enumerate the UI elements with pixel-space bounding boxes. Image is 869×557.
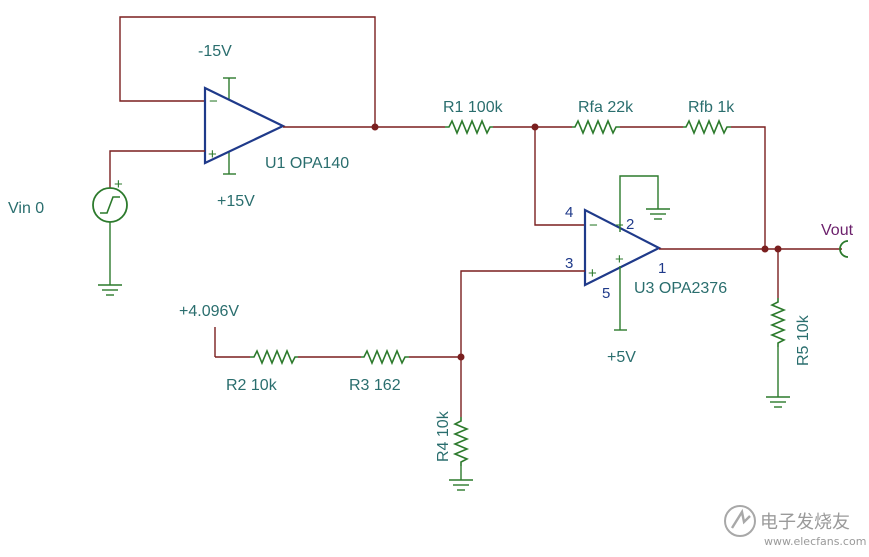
u3-ground-supply (619, 175, 670, 232)
rfa-label: Rfa 22k (578, 99, 634, 116)
svg-text:+: + (588, 265, 597, 282)
svg-text:−: − (209, 93, 218, 110)
u1-opamp: − + (203, 86, 286, 165)
r1-resistor (445, 118, 493, 136)
svg-text:+: + (615, 251, 624, 268)
u1-feedback-wire (119, 16, 376, 127)
vin-ground (98, 222, 122, 296)
r2-label: R2 10k (226, 377, 278, 394)
watermark-text: 电子发烧友 (760, 512, 850, 533)
pos15-label: +15V (217, 193, 255, 210)
watermark-logo (724, 505, 756, 537)
r5-ground (766, 347, 790, 408)
r3-resistor (361, 348, 409, 366)
u1-label: U1 OPA140 (265, 155, 349, 172)
vin-label: Vin 0 (8, 200, 44, 217)
u3-label: U3 OPA2376 (634, 280, 727, 297)
u3-noninverting-wire (460, 270, 585, 357)
vin-source: + (92, 176, 128, 223)
svg-text:−: − (589, 217, 598, 234)
ref-label: +4.096V (179, 303, 239, 320)
svg-text:+: + (208, 146, 217, 163)
neg15-label: -15V (198, 43, 232, 60)
vin-wire (109, 150, 205, 188)
pos5-label: +5V (607, 349, 636, 366)
svg-text:+: + (114, 176, 123, 193)
rfa-resistor (572, 118, 620, 136)
rfb-resistor (683, 118, 731, 136)
r3-label: R3 162 (349, 377, 401, 394)
r4-label: R4 10k (435, 410, 452, 462)
pin-2: 2 (626, 216, 634, 233)
u1-output-junction (371, 123, 379, 131)
r5-resistor (769, 298, 787, 347)
vout-label: Vout (821, 222, 854, 239)
output-junction-1 (761, 245, 769, 253)
r4-resistor (452, 417, 470, 466)
pin-3: 3 (565, 255, 573, 272)
u3-positive-supply (614, 266, 627, 331)
pin-1: 1 (658, 260, 666, 277)
pin-4: 4 (565, 204, 573, 221)
u3-opamp: − + − + (583, 208, 662, 287)
pin-5: 5 (602, 285, 610, 302)
feedback-to-output-wire (731, 126, 766, 249)
rfb-label: Rfb 1k (688, 99, 735, 116)
r1-label: R1 100k (443, 99, 504, 116)
watermark-url: www.elecfans.com (764, 535, 866, 548)
r5-label: R5 10k (795, 314, 812, 366)
vout-terminal (839, 240, 849, 258)
u3-inverting-wire (534, 127, 585, 226)
r2-resistor (250, 348, 298, 366)
r4-ground (449, 466, 473, 491)
